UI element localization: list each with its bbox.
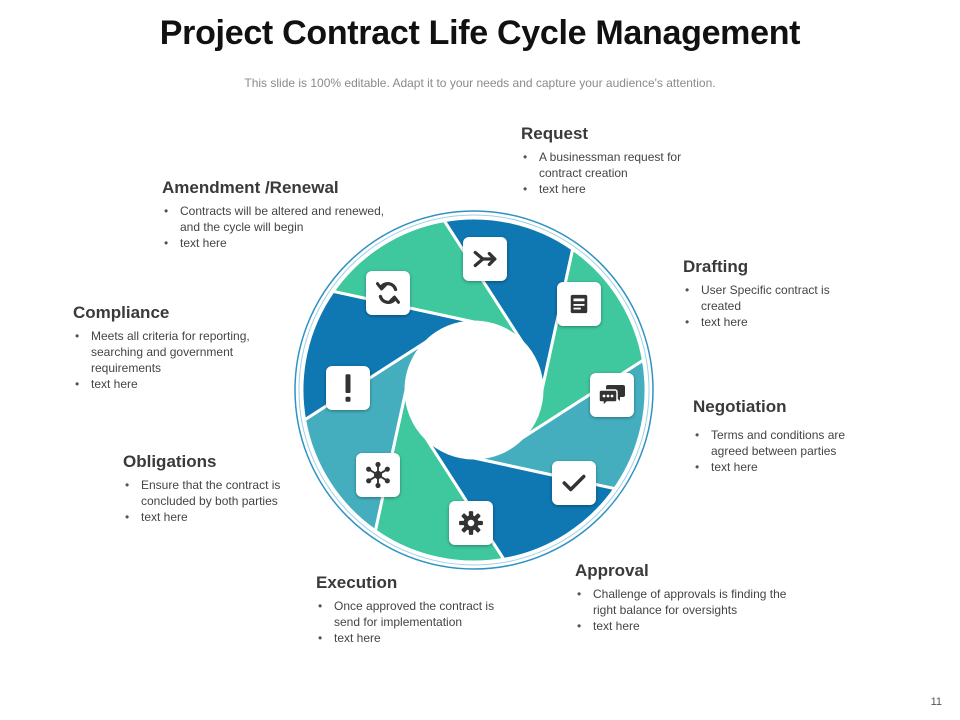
outer-ring	[294, 210, 654, 570]
wedge-obligations	[303, 340, 428, 533]
gear-icon	[459, 511, 483, 535]
stage-title: Negotiation	[693, 397, 787, 416]
bullet-item: text here	[683, 314, 853, 330]
stage-title: Compliance	[73, 303, 170, 322]
document-icon	[570, 294, 588, 314]
bullet-item: text here	[316, 630, 516, 646]
stage-bullets: Contracts will be altered and renewed, a…	[162, 203, 387, 251]
bullet-item: Meets all criteria for reporting, search…	[73, 328, 273, 376]
stage-bullets: Meets all criteria for reporting, search…	[73, 328, 273, 392]
bullet-item: Contracts will be altered and renewed, a…	[162, 203, 387, 235]
stage-bullets: Once approved the contract is send for i…	[316, 598, 516, 646]
stage-bullets: A businessman request for contract creat…	[521, 149, 701, 197]
tile-negotiation	[590, 373, 634, 417]
stage-negotiation: Negotiation Terms and conditions are agr…	[693, 397, 883, 475]
checkmark-icon	[562, 474, 586, 492]
stage-title: Request	[521, 124, 589, 143]
bullet-item: Terms and conditions are agreed between …	[693, 427, 883, 459]
stage-bullets: Terms and conditions are agreed between …	[693, 427, 883, 475]
stage-bullets: User Specific contract is created text h…	[683, 282, 853, 330]
tile-approval	[552, 461, 596, 505]
tile-execution	[449, 501, 493, 545]
bullet-item: text here	[73, 376, 273, 392]
bullet-item: User Specific contract is created	[683, 282, 853, 314]
chat-bubbles-icon	[598, 385, 625, 408]
page-number: 11	[930, 696, 942, 708]
tile-obligations	[356, 453, 400, 497]
stage-bullets: Ensure that the contract is concluded by…	[123, 477, 308, 525]
refresh-arrows-icon	[375, 282, 401, 304]
page-subtitle: This slide is 100% editable. Adapt it to…	[244, 76, 716, 90]
tile-drafting	[557, 282, 601, 326]
stage-amendment: Amendment /Renewal Contracts will be alt…	[162, 178, 387, 251]
bullet-item: Once approved the contract is send for i…	[316, 598, 516, 630]
page-title: Project Contract Life Cycle Management	[159, 14, 801, 52]
stage-title: Obligations	[123, 452, 217, 471]
stage-execution: Execution Once approved the contract is …	[316, 573, 516, 646]
stage-title: Approval	[575, 561, 649, 580]
outer-ring-inner	[298, 214, 650, 566]
wedge-drafting	[520, 247, 645, 440]
stage-approval: Approval Challenge of approvals is findi…	[575, 561, 795, 634]
stage-bullets: Challenge of approvals is finding the ri…	[575, 586, 795, 634]
stage-title: Execution	[316, 573, 398, 592]
bullet-item: text here	[693, 459, 883, 475]
stage-obligations: Obligations Ensure that the contract is …	[123, 452, 308, 525]
bullet-item: text here	[575, 618, 795, 634]
bullet-item: Ensure that the contract is concluded by…	[123, 477, 308, 509]
cycle-diagram	[280, 200, 680, 580]
tile-compliance	[326, 366, 370, 410]
tile-request	[463, 237, 507, 281]
bullet-item: A businessman request for contract creat…	[521, 149, 701, 181]
stage-compliance: Compliance Meets all criteria for report…	[73, 303, 273, 392]
tile-amendment	[366, 271, 410, 315]
network-icon	[366, 461, 390, 489]
wedge-approval	[424, 436, 617, 561]
stage-title: Amendment /Renewal	[162, 178, 339, 197]
stage-drafting: Drafting User Specific contract is creat…	[683, 257, 853, 330]
bullet-item: text here	[123, 509, 308, 525]
stage-title: Drafting	[683, 257, 749, 276]
bullet-item: text here	[521, 181, 701, 197]
bullet-item: text here	[162, 235, 387, 251]
bullet-item: Challenge of approvals is finding the ri…	[575, 586, 795, 618]
exclamation-icon	[345, 374, 351, 402]
split-arrow-icon	[473, 250, 497, 268]
stage-request: Request A businessman request for contra…	[521, 124, 701, 197]
